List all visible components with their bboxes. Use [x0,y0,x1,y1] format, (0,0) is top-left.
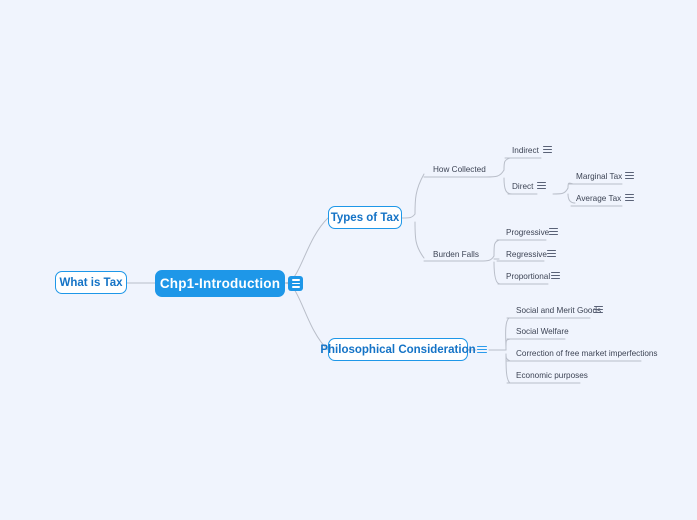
hamburger-icon-line [625,193,634,196]
hamburger-icon-line [594,311,603,314]
edge-phil-correction [505,353,511,362]
edge-phil-socialmerit [505,317,510,351]
hamburger-icon-line [549,230,558,233]
leaf-node-label: Average Tax [576,194,622,203]
hamburger-icon-line [549,227,558,230]
leaf-node-label: Social Welfare [516,327,569,336]
leaf-node-regressive[interactable]: Regressive [501,247,547,262]
hamburger-icon[interactable] [542,144,553,155]
branch-node-what-is-tax[interactable]: What is Tax [55,271,127,294]
hamburger-icon-line [476,351,487,354]
leaf-node-indirect[interactable]: Indirect [507,143,543,158]
leaf-node-progressive[interactable]: Progressive [501,225,550,240]
hamburger-icon-line [625,199,634,202]
hamburger-icon-line [537,181,546,184]
hamburger-icon-line [625,196,634,199]
hamburger-icon-line [543,148,552,151]
leaf-node-social-welfare[interactable]: Social Welfare [511,324,569,339]
leaf-node-average-tax[interactable]: Average Tax [571,191,623,206]
hamburger-icon-line [551,271,560,274]
hamburger-icon[interactable] [624,192,635,203]
edge-root-typesoftax [284,217,329,284]
leaf-node-label: Correction of free market imperfections [516,349,658,358]
leaf-node-label: Marginal Tax [576,172,623,181]
leaf-node-label: Economic purposes [516,371,588,380]
branch-node-label: What is Tax [59,276,123,289]
hamburger-icon[interactable] [536,180,547,191]
hamburger-icon-line [543,151,552,154]
edge-types-to-burdenfalls [414,221,425,259]
hamburger-icon-line [549,233,558,236]
branch-node-philosophical-consideration[interactable]: Philosophical Consideration [320,338,476,361]
group-node-burden-falls[interactable]: Burden Falls [428,247,479,262]
edge-burden-progressive [493,239,500,257]
leaf-node-label: Indirect [512,146,539,155]
hamburger-icon-line [594,305,603,308]
edge-burden-hub [479,255,495,262]
hamburger-icon-line [547,252,556,255]
edge-types-spine [401,213,416,219]
note-icon-line [291,286,300,288]
hamburger-icon[interactable] [548,226,559,237]
leaf-node-label: Social and Merit Goods [516,306,602,315]
group-node-how-collected[interactable]: How Collected [428,162,486,177]
branch-node-label: Types of Tax [330,211,400,224]
hamburger-icon[interactable] [550,270,561,281]
edge-root-philosophical [284,282,329,351]
leaf-node-economic-purposes[interactable]: Economic purposes [511,368,588,383]
edge-direct-hub [552,187,569,195]
edge-howcollected-indirect [503,157,511,171]
edge-types-to-howcollected [414,173,425,215]
hamburger-icon[interactable] [476,344,487,355]
hamburger-icon-line [625,177,634,180]
hamburger-icon[interactable] [593,304,604,315]
hamburger-icon-line [476,345,487,348]
hamburger-icon-line [547,249,556,252]
hamburger-icon-line [476,348,487,351]
leaf-node-label: Progressive [506,228,550,237]
edge-howcollected-hub [485,169,505,178]
edge-phil-socialwelfare [505,338,511,347]
hamburger-icon-line [551,274,560,277]
hamburger-icon-line [594,308,603,311]
leaf-node-label: Proportional [506,272,551,281]
hamburger-icon-line [625,171,634,174]
note-icon-line [291,282,300,285]
leaf-node-direct[interactable]: Direct [507,179,537,194]
root-node[interactable]: Chp1-Introduction [155,270,285,297]
leaf-node-label: Direct [512,182,534,191]
edge-burden-proportional [493,261,501,285]
leaf-node-label: Regressive [506,250,547,259]
leaf-node-social-and-merit-goods[interactable]: Social and Merit Goods [511,303,601,318]
hamburger-icon-line [537,187,546,190]
hamburger-icon-line [551,277,560,280]
edge-phil-economic [505,353,511,384]
group-node-label: Burden Falls [433,250,479,259]
branch-node-types-of-tax[interactable]: Types of Tax [328,206,402,229]
branch-node-label: Philosophical Consideration [320,343,476,356]
hamburger-icon-line [543,145,552,148]
note-icon-line [291,279,300,281]
hamburger-icon-line [625,174,634,177]
note-icon[interactable] [288,276,303,291]
root-node-label: Chp1-Introduction [159,276,281,291]
leaf-node-correction-of-free-market-imperfections[interactable]: Correction of free market imperfections [511,346,658,361]
hamburger-icon[interactable] [624,170,635,181]
hamburger-icon-line [537,184,546,187]
group-node-label: How Collected [433,165,486,174]
hamburger-icon[interactable] [546,248,557,259]
hamburger-icon-line [547,255,556,258]
leaf-node-marginal-tax[interactable]: Marginal Tax [571,169,623,184]
leaf-node-proportional[interactable]: Proportional [501,269,551,284]
